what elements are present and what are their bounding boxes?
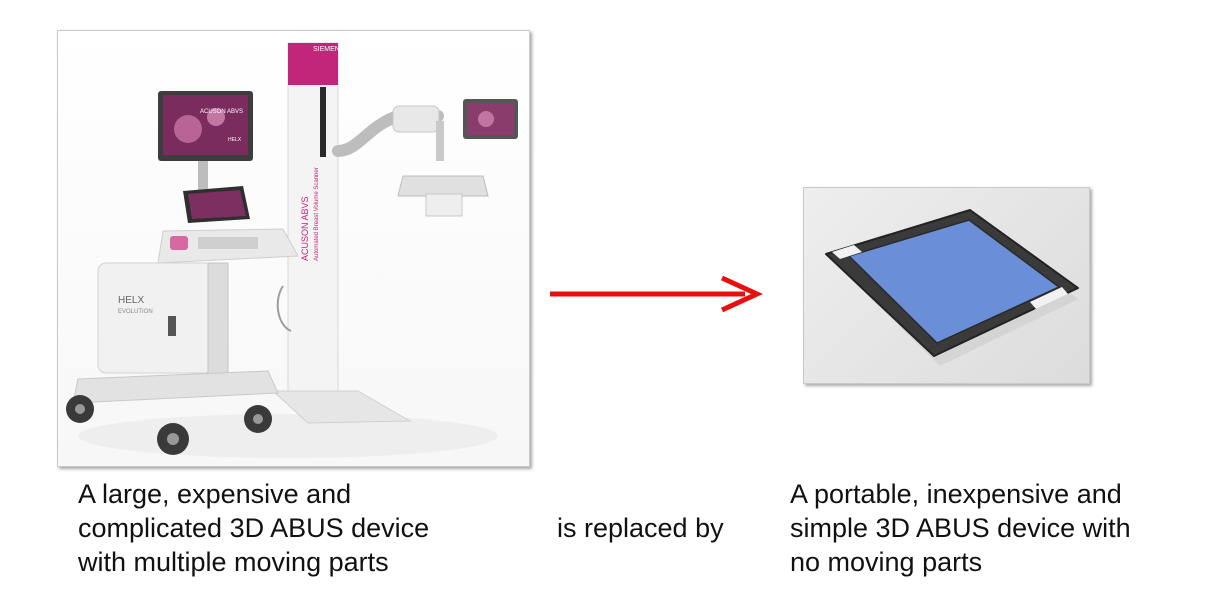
scanner-column <box>287 42 339 394</box>
handle-slot-right <box>1030 287 1068 309</box>
wheel-front-left-hub <box>75 404 85 414</box>
large-device-caption-line-2: complicated 3D ABUS device <box>78 513 430 543</box>
side-monitor-graphic <box>478 111 494 127</box>
cart-body <box>97 262 214 374</box>
cart-base <box>72 370 279 404</box>
scan-head-base <box>425 193 463 217</box>
cart-port <box>168 316 176 336</box>
touch-panel-screen <box>188 190 246 219</box>
replacement-label: is replaced by <box>557 511 724 545</box>
arrow-head-icon <box>720 275 764 313</box>
main-monitor-label: ACUSON ABVS <box>200 109 243 115</box>
main-monitor-sublabel: HELX <box>228 137 242 143</box>
replacement-label-text: is replaced by <box>557 513 724 543</box>
main-monitor-graphic-2 <box>207 108 225 126</box>
column-top-accent <box>288 43 338 85</box>
large-device-caption-line-1: A large, expensive and <box>78 479 352 509</box>
portable-abus-device-illustration <box>825 209 1079 366</box>
device-transducer-panel <box>847 219 1061 344</box>
main-monitor-graphic <box>174 115 202 143</box>
portable-device-caption-line-3: no moving parts <box>790 547 983 577</box>
arm-joint <box>392 105 440 133</box>
large-device-caption: A large, expensive and complicated 3D AB… <box>78 477 429 579</box>
probe-cable <box>276 285 292 332</box>
large-device-caption-line-3: with multiple moving parts <box>78 547 389 577</box>
column-base <box>271 390 412 424</box>
column-label-primary: ACUSON ABVS <box>300 196 310 261</box>
console-keys <box>198 237 258 249</box>
handle-slot-left <box>832 245 862 259</box>
floor-shadow <box>78 414 498 458</box>
portable-device-caption-line-1: A portable, inexpensive and <box>790 479 1122 509</box>
monitor-stand <box>198 161 208 196</box>
portable-device-caption: A portable, inexpensive and simple 3D AB… <box>790 477 1131 579</box>
console-accent <box>170 236 188 250</box>
portable-device-caption-line-2: simple 3D ABUS device with <box>790 513 1131 543</box>
large-abus-device-illustration: SIEMENS ACUSON ABVS Automated Breast Vol… <box>66 42 518 458</box>
arm-drop <box>436 121 444 161</box>
brand-label: SIEMENS <box>313 46 345 53</box>
wheel-front-right-hub <box>167 433 179 445</box>
wheel-rear-hub <box>253 414 263 424</box>
cart-label-primary: HELX <box>118 295 144 306</box>
scan-head <box>397 175 489 197</box>
column-slot <box>320 87 326 157</box>
large-abus-device-image: SIEMENS ACUSON ABVS Automated Breast Vol… <box>57 30 530 467</box>
cart-label-secondary: EVOLUTION <box>118 309 153 315</box>
portable-abus-device-image <box>803 187 1090 384</box>
column-label-secondary: Automated Breast Volume Scanner <box>314 167 320 261</box>
